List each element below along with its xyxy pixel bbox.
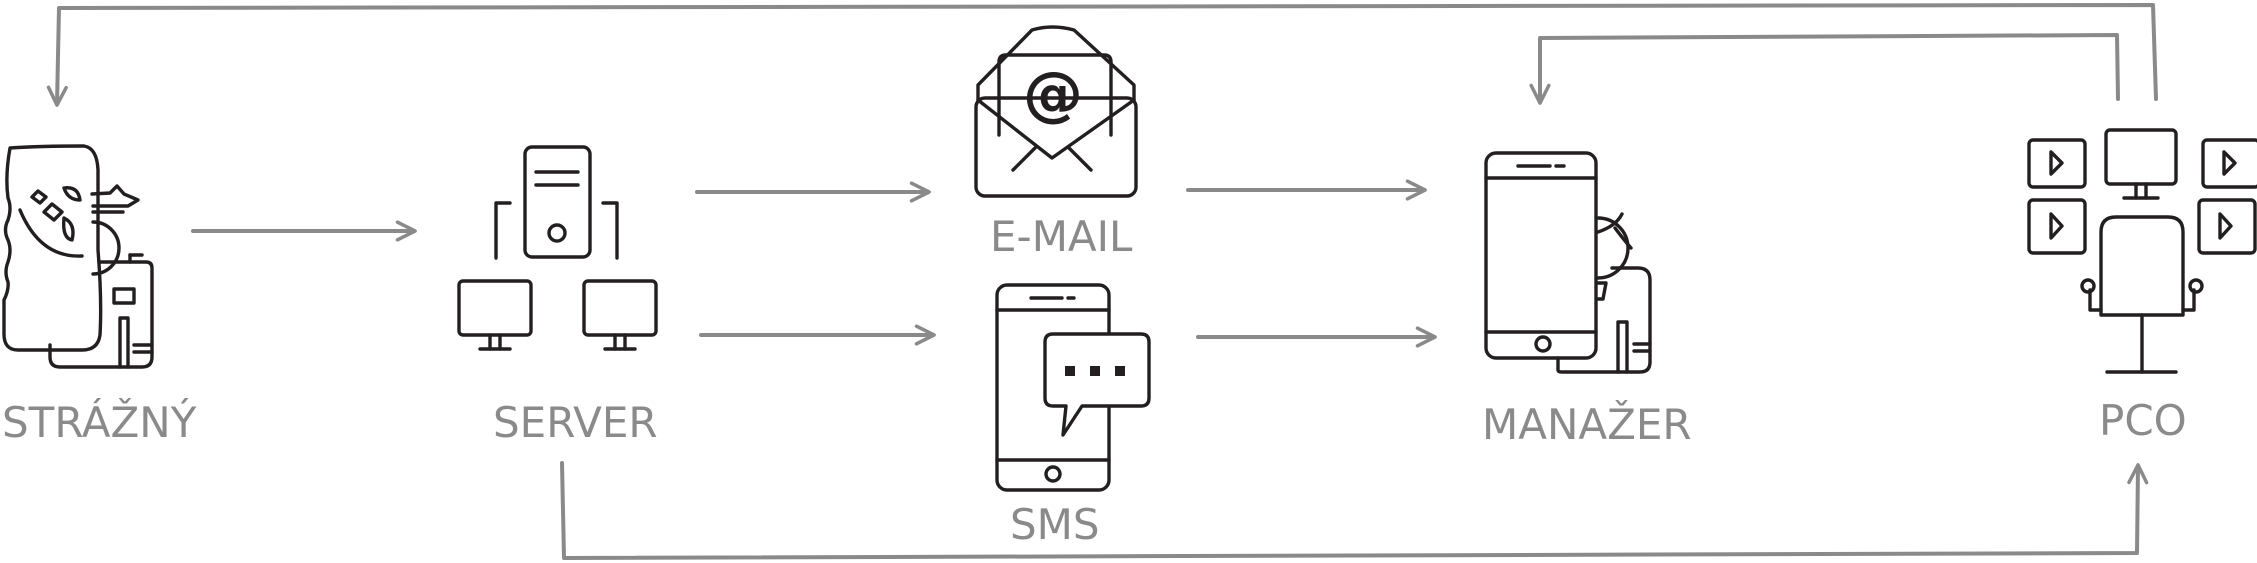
- arrow-server-to-pco: [560, 461, 2149, 560]
- server-label: SERVER: [493, 398, 658, 447]
- email-envelope-icon: @: [974, 25, 1138, 198]
- sms-phone-icon: [995, 283, 1151, 492]
- security-guard-icon: [2, 144, 154, 369]
- pco-label: PCO: [2099, 396, 2187, 445]
- manager-label: MANAŽER: [1482, 400, 1692, 449]
- manager-phone-icon: [1484, 151, 1652, 374]
- arrow-pco-to-guard: [46, 3, 2158, 107]
- arrow-pco-to-manager: [1529, 33, 2120, 105]
- server-network-icon: [457, 145, 658, 351]
- sms-label: SMS: [1010, 500, 1100, 549]
- monitoring-center-icon: [2027, 128, 2257, 374]
- guard-label: STRÁŽNÝ: [2, 398, 197, 447]
- email-label: E-MAIL: [990, 212, 1133, 261]
- svg-text:@: @: [1023, 59, 1083, 129]
